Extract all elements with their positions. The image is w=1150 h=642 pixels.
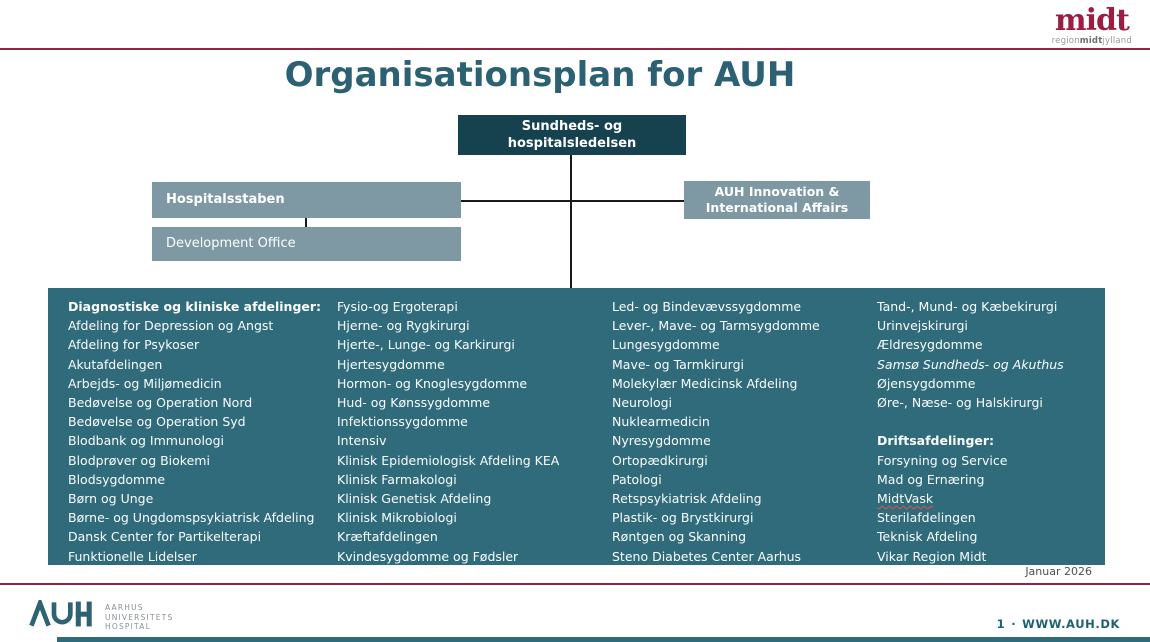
dept-item: Nuklearmedicin (612, 414, 710, 430)
departments-box: Diagnostiske og kliniske afdelinger: Afde… (48, 288, 1105, 565)
dept-item: Blodsygdomme (68, 471, 166, 487)
dept-item: Plastik- og Brystkirurgi (612, 510, 754, 526)
dept-item: Hud- og Kønssygdomme (337, 395, 491, 411)
dept-item: Hjerte-, Lunge- og Karkirurgi (337, 337, 515, 353)
top-divider (0, 48, 1150, 50)
jylland-text: jylland (1102, 36, 1132, 46)
dept-item: Urinvejskirurgi (877, 318, 968, 334)
dept-item: Afdeling for Depression og Angst (68, 318, 274, 334)
dept-item: Infektionssygdomme (337, 414, 468, 430)
dept-item: Hjerne- og Rygkirurgi (337, 318, 470, 334)
dept-item: Afdeling for Psykoser (68, 337, 200, 353)
dept-item: Bedøvelse og Operation Syd (68, 414, 246, 430)
dept-item: Øjensygdomme (877, 375, 976, 391)
hospital-staff-box: Hospitalsstaben (152, 182, 461, 218)
dept-item: Blodprøver og Biokemi (68, 452, 210, 468)
dept-item: Teknisk Afdeling (877, 529, 978, 545)
dept-item: Øre-, Næse- og Halskirurgi (877, 395, 1043, 411)
dept-item: Fysio-og Ergoterapi (337, 299, 458, 314)
dept-item: Klinisk Mikrobiologi (337, 510, 457, 526)
dept-item: MidtVask (877, 491, 934, 507)
dept-item: Blodbank og Immunologi (68, 433, 224, 449)
dept-item: Kræftafdelingen (337, 529, 438, 545)
date-note: Januar 2026 (1025, 565, 1092, 578)
development-office-box: Development Office (152, 227, 461, 261)
dept-item (877, 412, 1105, 431)
bottom-divider (0, 583, 1150, 585)
dept-item: Tand-, Mund- og Kæbekirurgi (877, 299, 1058, 314)
website-url: WWW.AUH.DK (1022, 617, 1120, 631)
hospital-name: AARHUS UNIVERSITETS HOSPITAL (105, 603, 173, 632)
dept-item: Akutafdelingen (68, 356, 163, 372)
dept-item: Hjertesygdomme (337, 356, 445, 372)
dept-item: Intensiv (337, 433, 387, 449)
midt-wordmark: midt (1054, 3, 1130, 38)
dept-item: Led- og Bindevævssygdomme (612, 299, 802, 314)
dept-item: Hormon- og Knoglesygdomme (337, 375, 528, 391)
hospital-name-line3: HOSPITAL (105, 622, 151, 631)
dept-item: Børn og Unge (68, 491, 154, 507)
dept-item: Arbejds- og Miljømedicin (68, 375, 222, 391)
dept-item: Røntgen og Skanning (612, 529, 747, 545)
dept-item: Diagnostiske og kliniske afdelinger: (68, 299, 322, 314)
hospital-name-line1: AARHUS (105, 603, 144, 612)
dept-item: Bedøvelse og Operation Nord (68, 395, 253, 411)
connector-vertical-main (570, 155, 572, 288)
dept-item: Samsø Sundheds- og Akuthus (877, 356, 1064, 372)
separator-dot: · (1011, 617, 1017, 631)
midt-text: midt (1079, 36, 1103, 46)
page-title: Organisationsplan for AUH (284, 55, 796, 95)
region-midtjylland-label: regionmidtjylland (1052, 37, 1132, 46)
dept-item: Ortopædkirurgi (612, 452, 708, 468)
dept-item: Driftsafdelinger: (877, 433, 995, 449)
dept-item: Lever-, Mave- og Tarmsygdomme (612, 318, 820, 334)
leadership-box-line1: Sundheds- og (521, 119, 623, 134)
hospital-name-line2: UNIVERSITETS (105, 612, 174, 622)
dept-item: Forsyning og Service (877, 452, 1008, 468)
leadership-box-line2: hospitalsledelsen (507, 136, 637, 151)
dept-item: Børne- og Ungdomspsykiatrisk Afdeling (68, 510, 315, 526)
auh-logo-icon (29, 600, 92, 627)
leadership-box: Sundheds- og hospitalsledelsen (458, 115, 686, 155)
dept-item: Klinisk Epidemiologisk Afdeling KEA (337, 452, 560, 468)
dept-item: Ældresygdomme (877, 337, 983, 353)
dept-item: Kvindesygdomme og Fødsler (337, 548, 519, 564)
connector-vertical-mini (305, 218, 307, 227)
midt-logo: midt regionmidtjylland (1052, 6, 1132, 46)
dept-item: Nyresygdomme (612, 433, 711, 449)
innovation-box-line2: International Affairs (705, 200, 849, 215)
dept-item: Dansk Center for Partikelterapi (68, 529, 262, 545)
dept-item: Funktionelle Lidelser (68, 548, 197, 564)
dept-item: Neurologi (612, 395, 673, 411)
page-number-and-website: 1 · WWW.AUH.DK (997, 617, 1120, 631)
innovation-box: AUH Innovation & International Affairs (684, 181, 870, 219)
next-slide-edge (57, 637, 1150, 642)
dept-item: Klinisk Farmakologi (337, 471, 457, 487)
connector-horizontal (461, 200, 684, 202)
dept-item: Patologi (612, 471, 662, 487)
dept-item: Mad og Ernæring (877, 471, 985, 487)
auh-logo: AARHUS UNIVERSITETS HOSPITAL (28, 600, 173, 632)
dept-item: Molekylær Medicinsk Afdeling (612, 375, 798, 391)
dept-item: Steno Diabetes Center Aarhus (612, 548, 802, 564)
dept-item: Klinisk Genetisk Afdeling (337, 491, 492, 507)
page-number: 1 (996, 617, 1006, 631)
innovation-box-line1: AUH Innovation & (714, 184, 840, 199)
dept-item: Retspsykiatrisk Afdeling (612, 491, 762, 507)
dept-item: Lungesygdomme (612, 337, 720, 353)
departments-column-1: Diagnostiske og kliniske afdelinger: Afde… (68, 297, 337, 565)
dept-item: Sterilafdelingen (877, 510, 976, 526)
dept-item: Mave- og Tarmkirurgi (612, 356, 744, 372)
region-text: region (1051, 36, 1080, 46)
dept-item: Vikar Region Midt (877, 548, 987, 564)
